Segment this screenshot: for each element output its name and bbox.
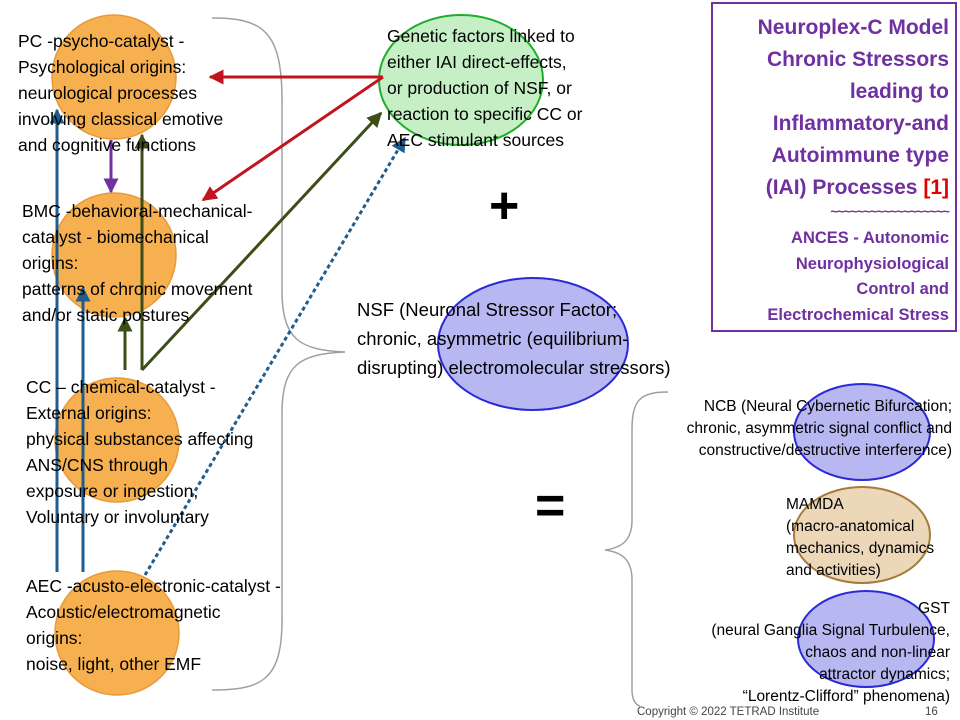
aec-label-line: noise, light, other EMF [26, 654, 202, 674]
title-line: Inflammatory-and [772, 112, 949, 135]
title-line: Chronic Stressors [766, 48, 949, 71]
aec-node [54, 570, 180, 696]
genetic-label-line: AEC stimulant sources [387, 130, 565, 150]
ncb-node [793, 383, 931, 481]
mamda-label: MAMDA (macro-anatomical mechanics, dynam… [786, 494, 934, 582]
nsf-label: NSF (Neuronal Stressor Factor; chronic, … [357, 295, 671, 382]
title-line: Neuroplex-C Model [757, 16, 949, 39]
pc-label: PC -psycho-catalyst - Psychological orig… [18, 28, 223, 158]
outcome-brace [604, 391, 669, 707]
cc-label-line: CC – chemical-catalyst - [26, 377, 216, 397]
genetic-to-bmc-arrow [201, 75, 384, 202]
gst-label: GST (neural Ganglia Signal Turbulence, c… [711, 598, 950, 708]
pc-label-line: neurological processes [18, 83, 197, 103]
catalyst-brace [211, 17, 346, 691]
nsf-label-line: NSF (Neuronal Stressor Factor; [357, 299, 618, 320]
mamda-label-line: and activities) [786, 562, 881, 579]
cc-label-line: ANS/CNS through [26, 455, 169, 475]
mamda-label-line: (macro-anatomical [786, 518, 915, 535]
mamda-node [793, 486, 931, 584]
nsf-label-line: disrupting) electromolecular stressors) [357, 357, 671, 378]
genetic-label-line: Genetic factors linked to [387, 26, 575, 46]
cc-label-line: External origins: [26, 403, 152, 423]
bmc-label-line: catalyst - biomechanical [22, 227, 209, 247]
mamda-label-line: MAMDA [786, 496, 844, 513]
title-line: (IAI) Processes [765, 176, 918, 199]
gst-label-line: “Lorentz-Clifford” phenomena) [742, 688, 950, 705]
nsf-label-line: chronic, asymmetric (equilibrium- [357, 328, 629, 349]
genetic-label-line: reaction to specific CC or [387, 104, 583, 124]
plus-sign: + [489, 177, 520, 235]
bmc-label-line: BMC -behavioral-mechanical- [22, 201, 253, 221]
title-box: Neuroplex-C Model Chronic Stressors lead… [711, 2, 957, 332]
aec-to-genetic-arrow [143, 136, 407, 576]
equals-sign: = [535, 477, 566, 535]
subtitle-line: ANCES - Autonomic [791, 229, 949, 247]
subtitle-line: Control and [856, 280, 949, 298]
title-reference: [1] [923, 176, 949, 199]
subtitle-line: Electrochemical Stress [767, 305, 949, 324]
genetic-label-line: either IAI direct-effects, [387, 52, 567, 72]
ncb-label-line: chronic, asymmetric signal conflict and [686, 420, 952, 437]
pc-node [51, 14, 177, 140]
ncb-label-line: NCB (Neural Cybernetic Bifurcation; [703, 398, 952, 415]
aec-label-line: AEC -acusto-electronic-catalyst - [26, 576, 281, 596]
title-line-last: (IAI) Processes [1] [713, 172, 949, 204]
bmc-label-line: origins: [22, 253, 79, 273]
page-number: 16 [925, 706, 938, 718]
pc-label-line: involving classical emotive [18, 109, 224, 129]
mamda-label-line: mechanics, dynamics [786, 540, 935, 557]
genetic-label: Genetic factors linked to either IAI dir… [387, 23, 583, 153]
ncb-label-line: constructive/destructive interference) [698, 442, 952, 459]
aec-label-line: origins: [26, 628, 83, 648]
title-line: Autoimmune type [771, 144, 949, 167]
cc-label-line: physical substances affecting [26, 429, 254, 449]
pc-label-line: Psychological origins: [18, 57, 187, 77]
cc-node [54, 377, 180, 503]
pc-label-line: and cognitive functions [18, 135, 197, 155]
pc-label-line: PC -psycho-catalyst - [18, 31, 185, 51]
ncb-label: NCB (Neural Cybernetic Bifurcation; chro… [687, 396, 952, 462]
aec-label-line: Acoustic/electromagnetic [26, 602, 221, 622]
bmc-label: BMC -behavioral-mechanical- catalyst - b… [22, 198, 253, 328]
gst-label-line: GST [918, 600, 950, 617]
cc-label: CC – chemical-catalyst - External origin… [26, 374, 253, 530]
bmc-label-line: and/or static postures [22, 305, 190, 325]
copyright-footer: Copyright © 2022 TETRAD Institute [637, 706, 820, 718]
title-separator: ~~~~~~~~~~~~~~~~~~ [830, 204, 950, 219]
bmc-label-line: patterns of chronic movement [22, 279, 253, 299]
gst-label-line: chaos and non-linear [805, 644, 950, 661]
subtitle-line: Neurophysiological [795, 254, 949, 273]
aec-label: AEC -acusto-electronic-catalyst - Acoust… [26, 573, 281, 677]
title-line: leading to [849, 80, 949, 103]
nsf-node [437, 277, 629, 411]
cc-to-genetic-arrow [140, 111, 383, 372]
gst-label-line: (neural Ganglia Signal Turbulence, [711, 622, 950, 639]
gst-label-line: attractor dynamics; [819, 666, 950, 683]
cc-label-line: exposure or ingestion, [26, 481, 199, 501]
cc-label-line: Voluntary or involuntary [26, 507, 209, 527]
genetic-label-line: or production of NSF, or [387, 78, 572, 98]
gst-node [797, 590, 935, 688]
